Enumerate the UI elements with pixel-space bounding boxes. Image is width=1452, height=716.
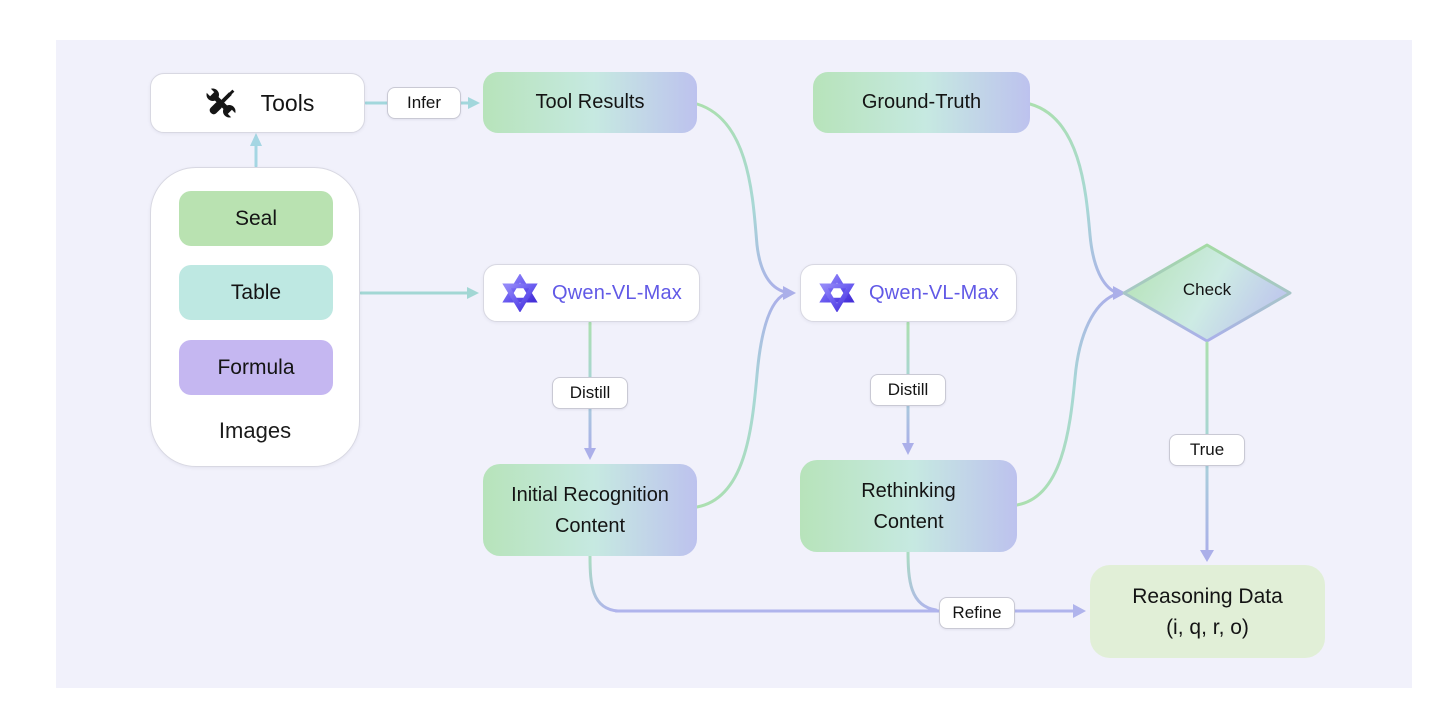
ground-truth-node: Ground-Truth <box>813 72 1030 133</box>
images-group-node: Seal Table Formula Images <box>150 167 360 467</box>
seal-item: Seal <box>179 191 333 246</box>
check-node-label: Check <box>1157 280 1257 300</box>
tool-results-node: Tool Results <box>483 72 697 133</box>
initial-recognition-line1: Initial Recognition <box>511 483 669 506</box>
initial-recognition-node: Initial Recognition Content <box>483 464 697 556</box>
qwen-label-1: Qwen-VL-Max <box>551 281 682 304</box>
qwen-logo-icon <box>818 274 856 312</box>
refine-edge-label: Refine <box>939 597 1015 629</box>
infer-edge-label: Infer <box>387 87 461 119</box>
rethinking-node: Rethinking Content <box>800 460 1017 552</box>
refine-label-text: Refine <box>952 603 1002 622</box>
tools-label: Tools <box>260 89 315 116</box>
table-item: Table <box>179 265 333 320</box>
reasoning-data-line2: (i, q, r, o) <box>1166 615 1249 639</box>
distill-right-text: Distill <box>887 380 929 399</box>
true-edge-label: True <box>1169 434 1245 466</box>
formula-item: Formula <box>179 340 333 395</box>
reasoning-data-node: Reasoning Data (i, q, r, o) <box>1090 565 1325 658</box>
images-caption: Images <box>151 418 359 444</box>
rethinking-line2: Content <box>873 510 944 533</box>
ground-truth-label: Ground-Truth <box>861 91 982 113</box>
qwen-vl-max-node-1: Qwen-VL-Max <box>483 264 700 322</box>
initial-recognition-line2: Content <box>554 514 626 537</box>
reasoning-data-line1: Reasoning Data <box>1132 584 1283 608</box>
infer-label-text: Infer <box>406 93 442 112</box>
formula-label: Formula <box>217 355 295 379</box>
qwen-logo-icon <box>501 274 539 312</box>
tools-icon <box>201 83 241 123</box>
qwen-label-2: Qwen-VL-Max <box>868 281 999 304</box>
true-label-text: True <box>1189 440 1225 459</box>
table-label: Table <box>230 280 282 304</box>
qwen-vl-max-node-2: Qwen-VL-Max <box>800 264 1017 322</box>
distill-left-text: Distill <box>569 383 611 402</box>
check-label-text: Check <box>1182 280 1232 299</box>
images-caption-text: Images <box>218 418 292 443</box>
rethinking-line1: Rethinking <box>861 479 956 502</box>
tools-node: Tools <box>150 73 365 133</box>
tool-results-label: Tool Results <box>535 91 645 113</box>
distill-edge-label-left: Distill <box>552 377 628 409</box>
distill-edge-label-right: Distill <box>870 374 946 406</box>
seal-label: Seal <box>234 206 278 230</box>
